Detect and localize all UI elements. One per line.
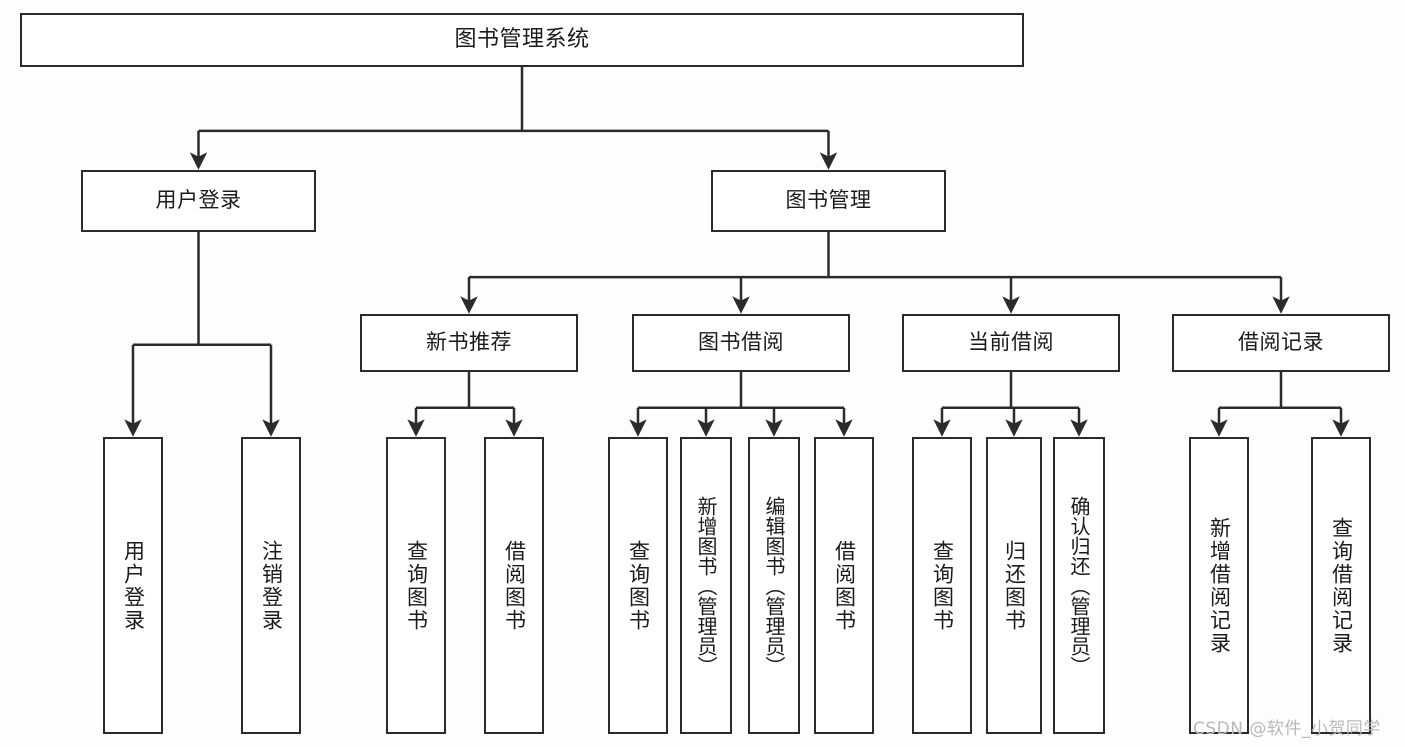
node-new-book-recommend[interactable]: 新书推荐 (360, 314, 578, 372)
node-leaf-edit-book-admin-label: 编辑图书（管理员） (762, 495, 786, 676)
node-leaf-query-borrow-record-label: 查询借阅记录 (1329, 516, 1354, 655)
node-leaf-add-borrow-record-label: 新增借阅记录 (1207, 516, 1232, 655)
node-borrow-record-label: 借阅记录 (1238, 330, 1324, 355)
node-root-label: 图书管理系统 (454, 26, 590, 52)
node-leaf-edit-book-admin[interactable]: 编辑图书（管理员） (748, 437, 800, 734)
node-leaf-confirm-return-admin-label: 确认归还（管理员） (1067, 495, 1091, 676)
csdn-watermark: CSDN @软件_小贺同学 (1193, 719, 1381, 739)
node-leaf-return-book[interactable]: 归还图书 (986, 437, 1042, 734)
node-leaf-user-login[interactable]: 用户登录 (103, 437, 163, 734)
node-current-borrow-label: 当前借阅 (968, 330, 1054, 355)
node-leaf-current-query-book-label: 查询图书 (930, 539, 955, 632)
node-leaf-confirm-return-admin[interactable]: 确认归还（管理员） (1053, 437, 1105, 734)
node-borrow-record[interactable]: 借阅记录 (1172, 314, 1390, 372)
node-leaf-add-book-admin-label: 新增图书（管理员） (694, 495, 718, 676)
node-leaf-user-logout[interactable]: 注销登录 (241, 437, 301, 734)
node-book-management-module[interactable]: 图书管理 (711, 170, 946, 232)
node-leaf-current-query-book[interactable]: 查询图书 (912, 437, 972, 734)
node-leaf-new-borrow-book-label: 借阅图书 (502, 539, 527, 632)
node-leaf-add-book-admin[interactable]: 新增图书（管理员） (680, 437, 732, 734)
node-leaf-new-borrow-book[interactable]: 借阅图书 (484, 437, 544, 734)
node-leaf-add-borrow-record[interactable]: 新增借阅记录 (1189, 437, 1249, 734)
node-book-borrow[interactable]: 图书借阅 (632, 314, 850, 372)
node-user-login-module-label: 用户登录 (155, 188, 242, 213)
node-leaf-return-book-label: 归还图书 (1002, 539, 1027, 632)
node-leaf-borrow-query-book[interactable]: 查询图书 (608, 437, 668, 734)
node-leaf-query-borrow-record[interactable]: 查询借阅记录 (1311, 437, 1371, 734)
node-leaf-user-login-label: 用户登录 (121, 539, 146, 632)
node-leaf-user-logout-label: 注销登录 (259, 539, 284, 632)
node-root[interactable]: 图书管理系统 (20, 13, 1024, 67)
node-user-login-module[interactable]: 用户登录 (81, 170, 316, 232)
node-leaf-lend-book[interactable]: 借阅图书 (814, 437, 874, 734)
node-leaf-new-query-book-label: 查询图书 (404, 539, 429, 632)
node-book-borrow-label: 图书借阅 (698, 330, 784, 355)
node-book-management-module-label: 图书管理 (785, 188, 872, 213)
node-leaf-lend-book-label: 借阅图书 (832, 539, 857, 632)
node-current-borrow[interactable]: 当前借阅 (902, 314, 1120, 372)
node-leaf-new-query-book[interactable]: 查询图书 (386, 437, 446, 734)
node-new-book-recommend-label: 新书推荐 (426, 330, 512, 355)
node-leaf-borrow-query-book-label: 查询图书 (626, 539, 651, 632)
